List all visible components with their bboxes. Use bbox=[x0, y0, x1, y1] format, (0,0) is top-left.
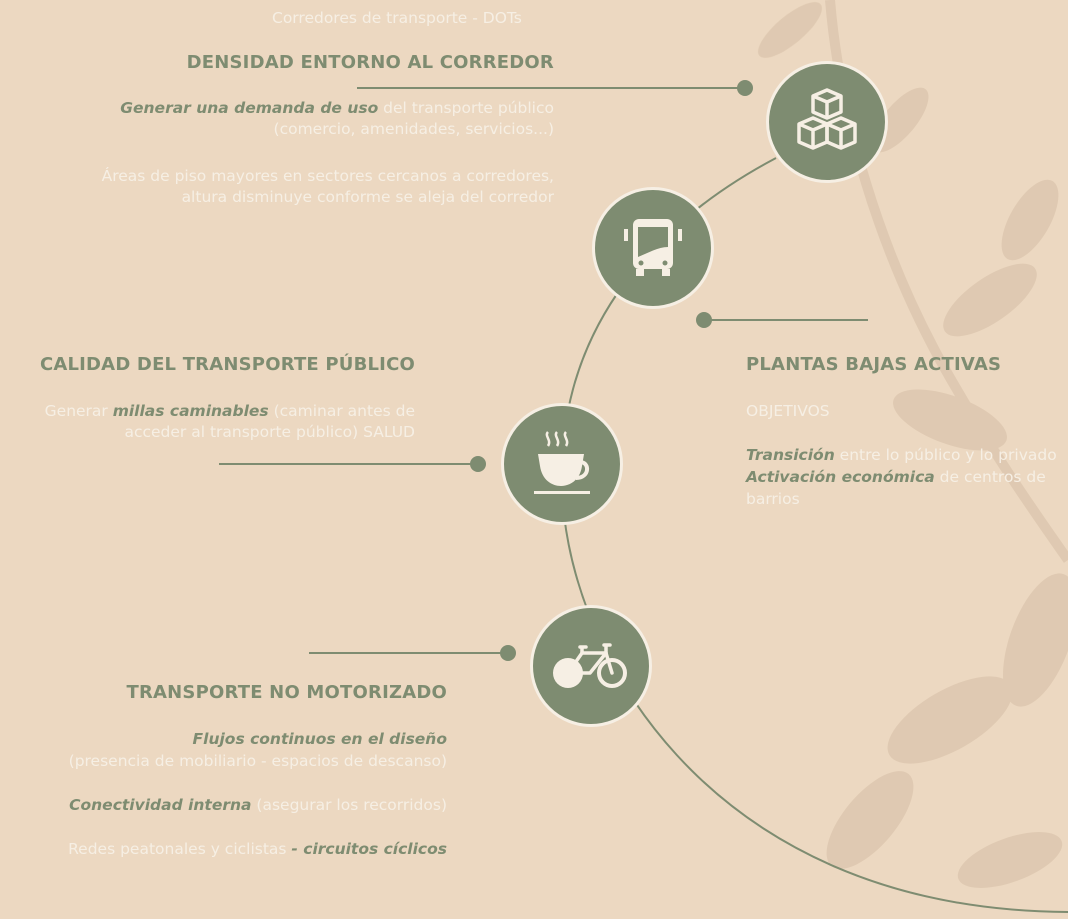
no-motorizado-line4: Redes peatonales y ciclistas - circuitos… bbox=[68, 839, 447, 860]
densidad-title: DENSIDAD ENTORNO AL CORREDOR bbox=[186, 52, 554, 73]
bus-icon-circle bbox=[592, 187, 714, 309]
no-motorizado-line1: Flujos continuos en el diseño bbox=[193, 729, 447, 750]
densidad-line4: altura disminuye conforme se aleja del c… bbox=[181, 188, 554, 206]
bus-icon bbox=[624, 219, 682, 276]
bicycle-icon bbox=[553, 643, 627, 688]
plantas-line2-rest: de centros de bbox=[934, 468, 1046, 486]
densidad-line1: Generar una demanda de uso del transport… bbox=[120, 98, 554, 119]
connector-lines bbox=[219, 87, 868, 654]
calidad-title: CALIDAD DEL TRANSPORTE PÚBLICO bbox=[39, 354, 415, 375]
no-motorizado-title: TRANSPORTE NO MOTORIZADO bbox=[126, 682, 447, 703]
no-motorizado-line4-em: - circuitos cíclicos bbox=[291, 840, 447, 858]
plantas-line3: barrios bbox=[746, 490, 800, 508]
calidad-line1-pre: Generar bbox=[44, 402, 113, 420]
plantas-line2-em: Activación económica bbox=[746, 468, 935, 486]
plantas-line1-em: Transición bbox=[746, 446, 835, 464]
connector-dots bbox=[470, 80, 753, 661]
densidad-line3: Áreas de piso mayores en sectores cercan… bbox=[101, 167, 554, 185]
cubes-icon bbox=[797, 88, 857, 150]
plantas-line1: Transición entre lo público y lo privado bbox=[746, 445, 1057, 466]
coffee-cup-icon-circle bbox=[501, 403, 623, 525]
leaf-decoration bbox=[758, 0, 1068, 888]
densidad-line1-rest: del transporte público bbox=[378, 99, 554, 117]
no-motorizado-line3-em: Conectividad interna bbox=[69, 796, 252, 814]
plantas-line2: Activación económica de centros de bbox=[746, 467, 1046, 488]
calidad-line1-rest: (caminar antes de bbox=[268, 402, 415, 420]
cubes-icon-circle bbox=[766, 61, 888, 183]
bicycle-icon-circle bbox=[530, 605, 652, 727]
coffee-cup-icon bbox=[534, 431, 590, 494]
calidad-line1: Generar millas caminables (caminar antes… bbox=[45, 401, 415, 422]
no-motorizado-line1-em: Flujos continuos en el diseño bbox=[192, 730, 447, 748]
no-motorizado-line3: Conectividad interna (asegurar los recor… bbox=[69, 795, 447, 816]
plantas-line1-rest: entre lo público y lo privado bbox=[834, 446, 1057, 464]
calidad-line1-em: millas caminables bbox=[112, 402, 269, 420]
no-motorizado-line3-rest: (asegurar los recorridos) bbox=[251, 796, 447, 814]
densidad-line1-em: Generar una demanda de uso bbox=[120, 99, 379, 117]
calidad-line2: acceder al transporte público) SALUD bbox=[124, 423, 415, 441]
no-motorizado-line2: (presencia de mobiliario - espacios de d… bbox=[68, 752, 447, 770]
densidad-line2: (comercio, amenidades, servicios...) bbox=[273, 120, 554, 138]
no-motorizado-line4-pre: Redes peatonales y ciclistas bbox=[68, 840, 292, 858]
top-label: Corredores de transporte - DOTs bbox=[272, 9, 522, 27]
plantas-title: PLANTAS BAJAS ACTIVAS bbox=[746, 354, 1002, 375]
plantas-sub: OBJETIVOS bbox=[746, 402, 830, 420]
